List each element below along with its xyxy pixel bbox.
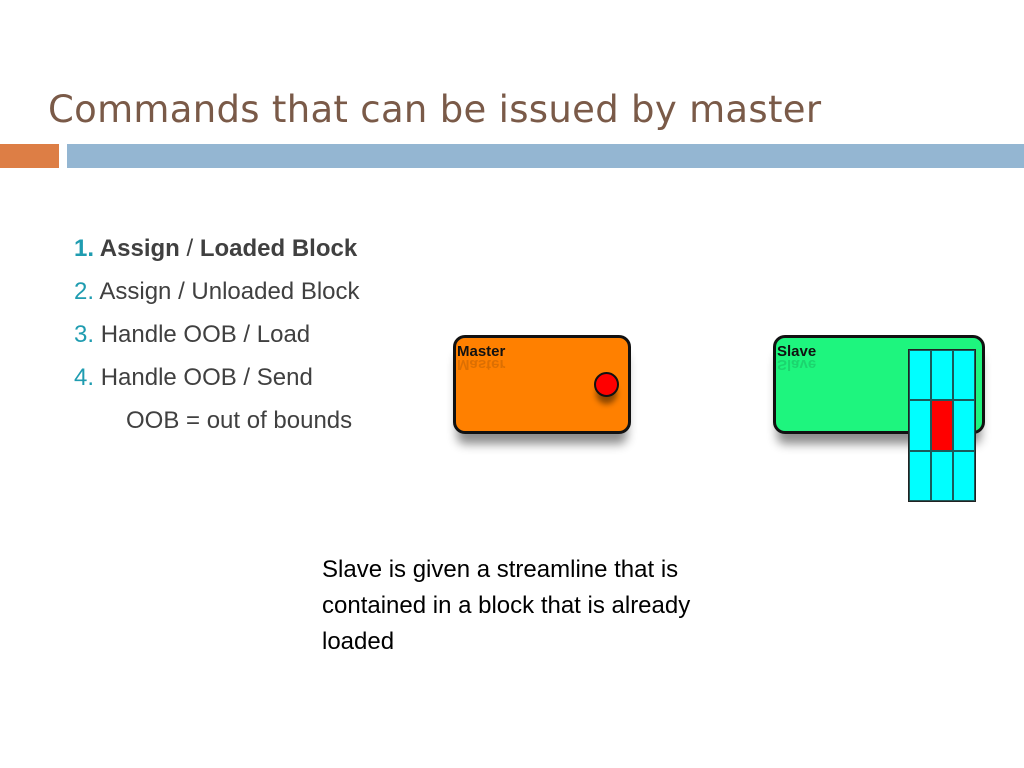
command-text-loaded-block: Loaded Block: [199, 235, 358, 262]
streamline-point: [594, 372, 619, 397]
block-cell: [953, 350, 975, 401]
command-separator: /: [179, 235, 200, 262]
block-cell: [909, 450, 931, 501]
command-text: Handle OOB / Load: [100, 321, 311, 348]
command-text: Assign / Unloaded Block: [99, 278, 360, 305]
block-cell: [909, 350, 931, 401]
command-item-handle-oob-load: 3. Handle OOB / Load: [74, 318, 360, 361]
master-node: Master: [453, 335, 631, 434]
title-accent-bar: [0, 144, 59, 168]
command-item-assign-unloaded: 2. Assign / Unloaded Block: [74, 275, 360, 318]
command-text-assign: Assign: [99, 235, 180, 262]
command-text: Handle OOB / Send: [100, 364, 313, 391]
slide-caption: Slave is given a streamline that is cont…: [322, 556, 691, 655]
slave-label: Slave: [777, 343, 816, 360]
command-list: 1. Assign / Loaded Block 2. Assign / Unl…: [74, 232, 360, 404]
block-cell: [953, 450, 975, 501]
command-item-assign-loaded: 1. Assign / Loaded Block: [74, 232, 360, 275]
block-cell: [909, 400, 931, 451]
oob-definition-note: OOB = out of bounds: [126, 407, 353, 434]
command-number: 2.: [74, 278, 95, 305]
block-grid: [908, 349, 976, 502]
block-cell: [931, 350, 953, 401]
block-cell: [931, 450, 953, 501]
command-number: 3.: [74, 321, 95, 348]
command-number: 1.: [74, 235, 95, 262]
slide-title: Commands that can be issued by master: [48, 88, 822, 131]
master-label: Master: [457, 343, 505, 360]
block-cell: [953, 400, 975, 451]
command-item-handle-oob-send: 4. Handle OOB / Send: [74, 361, 360, 404]
command-number: 4.: [74, 364, 95, 391]
loaded-block-cell: [931, 400, 953, 451]
title-underline-bar: [67, 144, 1024, 168]
